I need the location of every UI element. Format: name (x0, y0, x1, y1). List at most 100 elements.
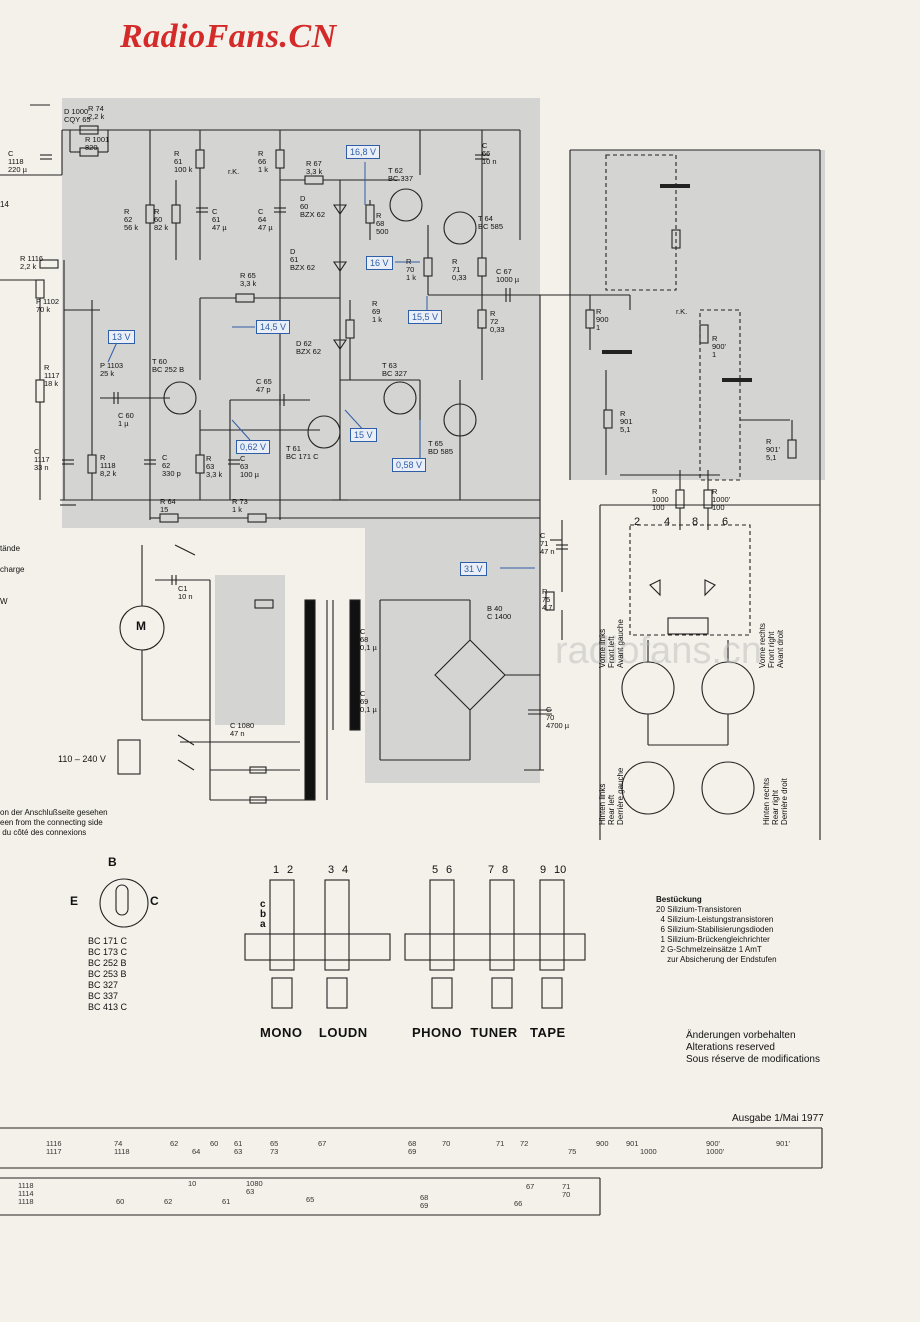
switch-labels-left: MONO LOUDN (260, 1025, 368, 1040)
crossref-cell: 900' 1000' (706, 1139, 725, 1156)
crossref-cell: 65 73 (270, 1139, 279, 1156)
label-r71: R 71 0,33 (452, 257, 467, 282)
label-r1000p: R 1000' 100 (712, 487, 731, 512)
label-c63: C 63 100 µ (240, 454, 259, 479)
label-r1000: R 1000 100 (652, 487, 669, 512)
crossref-cell: 67 (318, 1139, 327, 1148)
label-rk1: r.K. (228, 167, 240, 176)
parts-list-title: Bestückung (656, 895, 702, 904)
crossref-cell: 72 (520, 1139, 529, 1148)
speaker-pin-4: 4 (664, 516, 671, 528)
crossref-cell: 71 (496, 1139, 505, 1148)
switch-num-3: 3 (328, 864, 335, 876)
label-r66: R 66 1 k (258, 149, 269, 174)
voltage-13: 13 V (108, 330, 135, 344)
label-r62: R 62 56 k (124, 207, 139, 232)
voltage-0-58: 0,58 V (392, 458, 427, 472)
crossref-cell: 71 70 (562, 1182, 571, 1199)
switch-num-5: 5 (432, 864, 439, 876)
label-r68: R 68 500 (376, 211, 389, 236)
label-c66: C 66 10 n (482, 141, 497, 166)
label-t64: T 64 BC 585 (478, 214, 504, 231)
voltage-14-5: 14,5 V (256, 320, 291, 334)
crossref-cell: 61 (222, 1197, 231, 1206)
label-c62: C 62 330 p (162, 453, 181, 478)
label-c1117: C 1117 33 n (34, 447, 50, 472)
left-note-1: tände (0, 544, 21, 553)
voltage-16-8: 16,8 V (346, 145, 381, 159)
label-b40: B 40 C 1400 (487, 604, 512, 621)
switch-positions: c b a (260, 899, 267, 930)
label-c1118: C 1118 220 µ (8, 149, 27, 174)
label-r1116: R 1116 2,2 k (20, 254, 44, 271)
speaker-rear-right-label: Hinten rechts Rear right Derrière droit (762, 777, 789, 825)
label-d62: D 62 BZX 62 (296, 339, 322, 356)
voltage-15-5: 15,5 V (408, 310, 443, 324)
background-watermark: radiofans.cn (555, 630, 763, 672)
switch-num-7: 7 (488, 864, 495, 876)
crossref-cell: 61 63 (234, 1139, 243, 1156)
label-r900p: R 900' 1 (712, 334, 726, 359)
crossref-cell: 68 69 (420, 1193, 429, 1210)
crossref-cell: 900 (596, 1139, 609, 1148)
pinout-types: BC 171 C BC 173 C BC 252 B BC 253 B BC 3… (88, 936, 128, 1012)
label-r901: R 901 5,1 (620, 409, 633, 434)
label-p1102: P 1102 70 k (36, 297, 60, 314)
label-c71: C 71 47 n (540, 531, 555, 556)
voltage-31: 31 V (460, 562, 487, 576)
label-t62: T 62 BC 337 (388, 166, 414, 183)
label-d1000: D 1000 CQY 65 (64, 107, 91, 124)
crossref-cell: 62 (164, 1197, 173, 1206)
crossref-cell: 1118 1114 1118 (18, 1181, 34, 1206)
crossref-cell: 65 (306, 1195, 315, 1204)
speaker-front-right-label: Vorne rechts Front right Avant droit (758, 623, 785, 668)
label-r1001: R 1001 820 (85, 135, 110, 152)
crossref-cell: 74 1118 (114, 1139, 130, 1156)
label-r72: R 72 0,33 (490, 309, 505, 334)
crossref-cell: 64 (192, 1147, 201, 1156)
crossref-cell: 67 (526, 1182, 535, 1191)
crossref-cell: 1000 (640, 1147, 657, 1156)
label-r63: R 63 3,3 k (206, 454, 223, 479)
switch-num-8: 8 (502, 864, 509, 876)
left-note-4: 14 (0, 200, 9, 209)
speaker-pin-8: 8 (692, 516, 699, 528)
speaker-front-left-label: Vorne links Front left Avant gauche (598, 619, 625, 668)
crossref-cell: 66 (514, 1199, 523, 1208)
crossref-cell: 1080 63 (246, 1179, 263, 1196)
left-note-3: W (0, 597, 8, 606)
edition-note: Ausgabe 1/Mai 1977 (732, 1113, 824, 1124)
power-supply-shade (365, 528, 540, 783)
crossref-cell: 62 (170, 1139, 179, 1148)
label-c60: C 60 1 µ (118, 411, 134, 428)
label-c65: C 65 47 p (256, 377, 272, 394)
switch-num-4: 4 (342, 864, 349, 876)
label-r1118: R 1118 8,2 k (100, 453, 117, 478)
label-c1: C1 10 n (178, 584, 193, 601)
label-r75: R 75 4,7 (542, 587, 553, 612)
speaker-pin-6: 6 (722, 516, 729, 528)
label-r69: R 69 1 k (372, 299, 383, 324)
switch-num-2: 2 (287, 864, 294, 876)
crossref-cell: 901' (776, 1139, 790, 1148)
label-d60: D 60 BZX 62 (300, 194, 326, 219)
crossref-cell: 75 (568, 1147, 577, 1156)
label-rk2: r.K. (676, 307, 688, 316)
label-c67: C 67 1000 µ (496, 267, 520, 284)
label-r61: R 61 100 k (174, 149, 193, 174)
changes-note: Änderungen vorbehalten Alterations reser… (686, 1030, 820, 1065)
label-c70: C 70 4700 µ (546, 705, 570, 730)
site-watermark: RadioFans.CN (120, 18, 337, 55)
label-t63: T 63 BC 327 (382, 361, 408, 378)
parts-list-lines: 20 Silizium-Transistoren 4 Silizium-Leis… (656, 905, 777, 964)
crossref-cell: 70 (442, 1139, 451, 1148)
connection-side-note: on der Anschlußseite gesehen een from th… (0, 808, 108, 837)
label-c61: C 61 47 µ (212, 207, 227, 232)
left-note-2: charge (0, 565, 25, 574)
speaker-rear-left-label: Hinten links Rear left Derrière gauche (598, 767, 625, 825)
label-r60: R 60 82 k (154, 207, 169, 232)
label-r65: R 65 3,3 k (240, 271, 257, 288)
pinout-collector: C (150, 894, 159, 908)
crossref-cell: 60 (210, 1139, 219, 1148)
label-t61: T 61 BC 171 C (286, 444, 319, 461)
